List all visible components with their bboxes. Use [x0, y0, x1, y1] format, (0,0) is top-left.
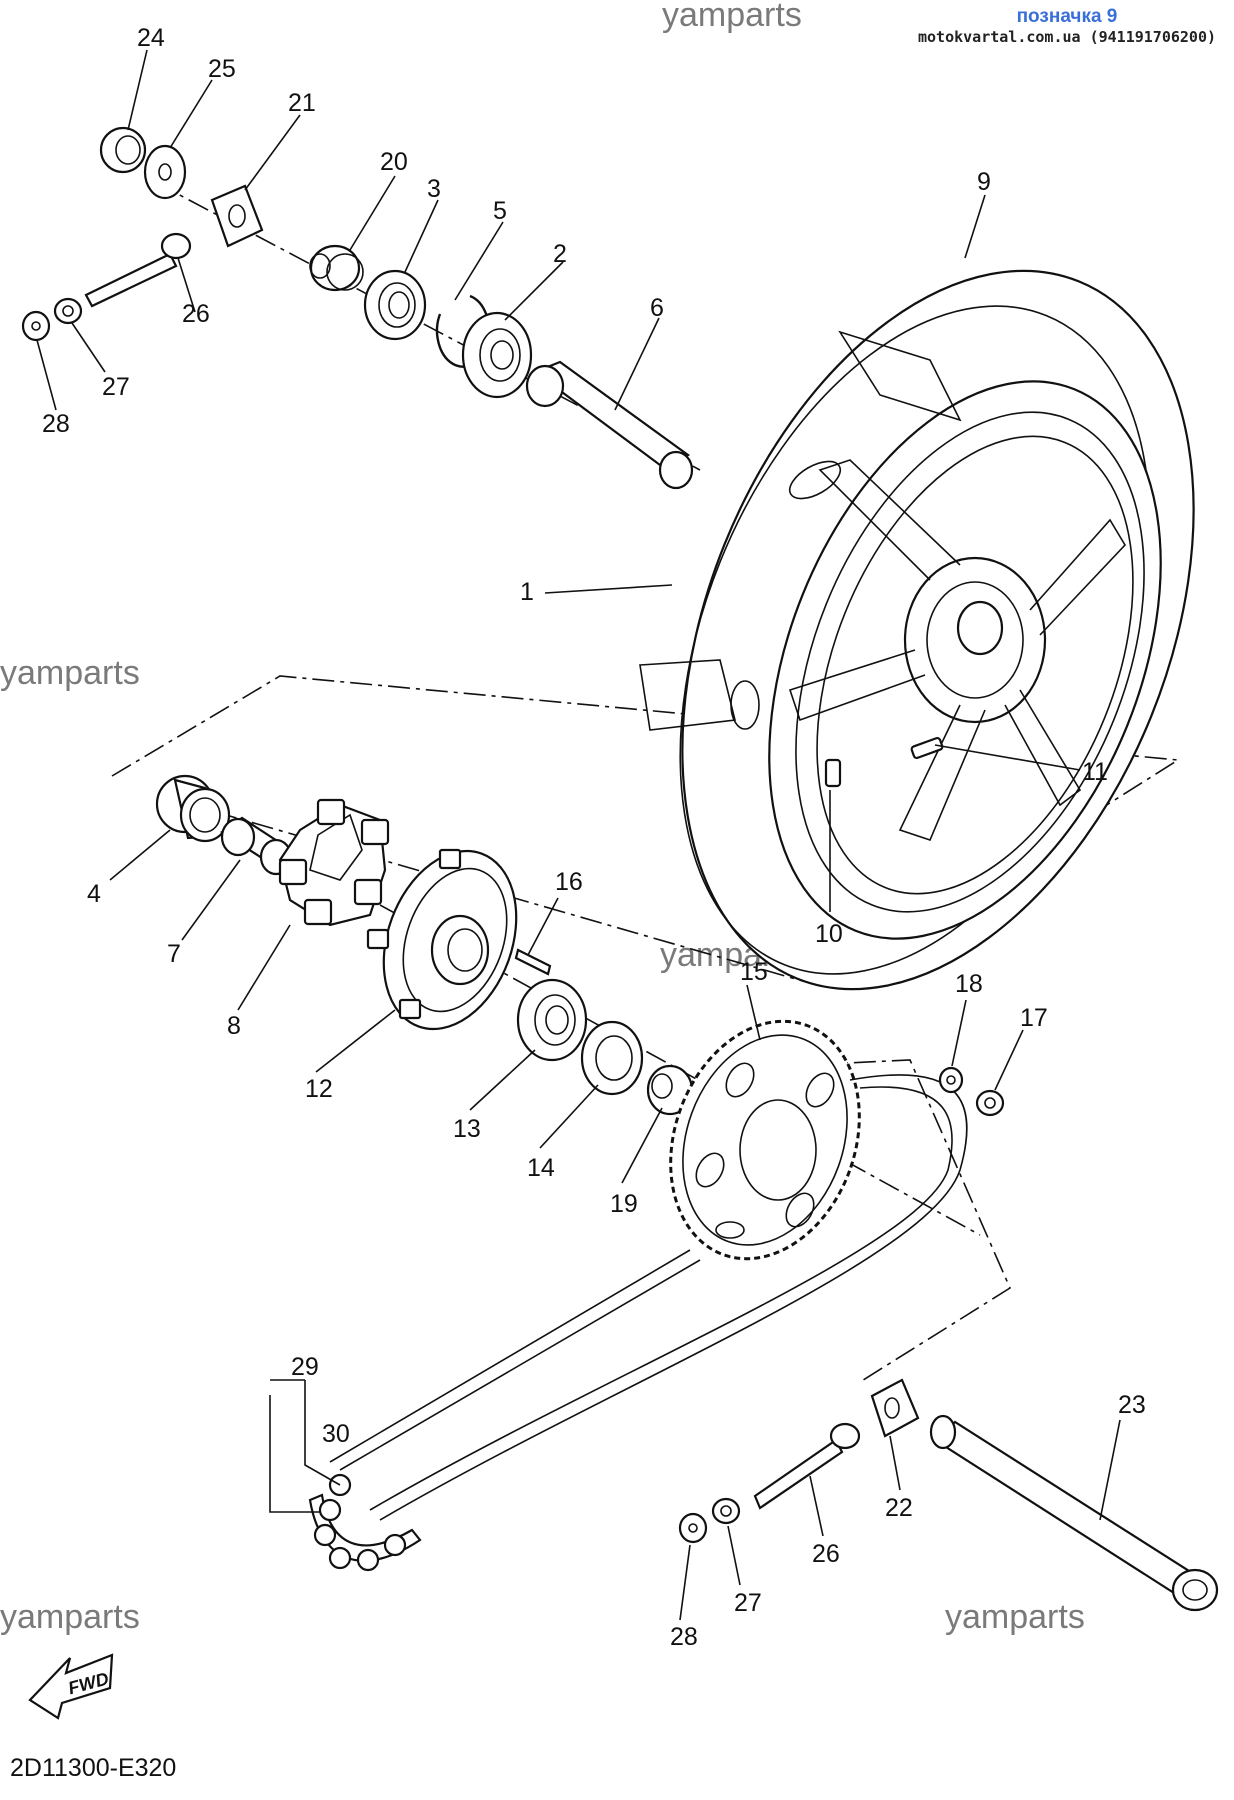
valve-10: [824, 758, 842, 788]
callout-26-top: 26: [182, 300, 210, 328]
nut-27-bottom: [711, 1497, 741, 1525]
callout-23: 23: [1118, 1391, 1146, 1419]
adjuster-plate-21: [210, 184, 264, 248]
callout-28-bottom: 28: [670, 1623, 698, 1651]
callout-27-top: 27: [102, 373, 130, 401]
callout-10: 10: [815, 920, 843, 948]
callout-16: 16: [555, 868, 583, 896]
leader-lines: [36, 49, 1121, 1621]
callout-21: 21: [288, 89, 316, 117]
watermark-bottom-left: yamparts: [0, 1598, 140, 1636]
callout-15: 15: [740, 958, 768, 986]
washer-25: [143, 144, 187, 200]
callout-20: 20: [380, 148, 408, 176]
watermark-bottom-right: yamparts: [945, 1598, 1085, 1636]
callout-17: 17: [1020, 1004, 1048, 1032]
bolt-26-top: [84, 232, 192, 308]
bolt-26-bottom: [753, 1422, 861, 1510]
source-header: позначка 9 motokvartal.com.ua (941191706…: [918, 6, 1216, 46]
rear-wheel-assembly: [639, 269, 1195, 991]
callout-26-bottom: 26: [812, 1540, 840, 1568]
header-site: motokvartal.com.ua (941191706200): [917, 28, 1216, 46]
callout-19: 19: [610, 1190, 638, 1218]
oil-seal-3: [363, 269, 427, 341]
callout-5: 5: [493, 197, 507, 225]
callout-8: 8: [227, 1012, 241, 1040]
callout-24: 24: [137, 24, 165, 52]
balance-weight-11: [910, 736, 944, 760]
bearing-13: [516, 978, 588, 1062]
watermark-left: yamparts: [0, 654, 140, 692]
callout-12: 12: [305, 1075, 333, 1103]
axle-23: [929, 1414, 1219, 1612]
washer-28-top: [21, 310, 51, 342]
callout-29: 29: [291, 1353, 319, 1381]
spacer-6: [525, 360, 694, 490]
callout-6: 6: [650, 294, 664, 322]
nut-27-top: [53, 297, 83, 325]
callout-3: 3: [427, 175, 441, 203]
callout-11: 11: [1082, 758, 1108, 786]
fwd-arrow-icon: FWD: [28, 1653, 114, 1720]
callout-7: 7: [167, 940, 181, 968]
callout-30: 30: [322, 1420, 350, 1448]
drive-chain-29: [308, 1074, 968, 1572]
callout-9: 9: [977, 168, 991, 196]
diagram-code: 2D11300-E320: [10, 1754, 177, 1782]
callout-4: 4: [87, 880, 101, 908]
washer-18: [938, 1066, 964, 1094]
callout-13: 13: [453, 1115, 481, 1143]
callout-27-bottom: 27: [734, 1589, 762, 1617]
callout-28-top: 28: [42, 410, 70, 438]
bearing-2: [461, 311, 533, 399]
washer-28-bottom: [678, 1512, 708, 1544]
nut-17: [975, 1089, 1005, 1117]
adjuster-plate-22: [870, 1378, 920, 1438]
callout-22: 22: [885, 1494, 913, 1522]
oil-seal-14: [580, 1020, 644, 1096]
assembly-bracket: [111, 675, 1181, 987]
callout-14: 14: [527, 1154, 555, 1182]
hub-damper-8: [278, 798, 390, 927]
nut-24: [99, 126, 147, 174]
watermark-top: yamparts: [662, 0, 802, 34]
rear-sprocket-15: [669, 1019, 861, 1261]
callout-1: 1: [520, 578, 534, 606]
stud-16: [514, 948, 552, 976]
bearing-4: [155, 774, 231, 843]
header-tag: позначка 9: [1016, 6, 1118, 27]
callout-2: 2: [553, 240, 567, 268]
callout-25: 25: [208, 55, 236, 83]
callout-18: 18: [955, 970, 983, 998]
driven-sprocket-hub-12: [366, 848, 518, 1031]
collar-20: [309, 244, 364, 292]
